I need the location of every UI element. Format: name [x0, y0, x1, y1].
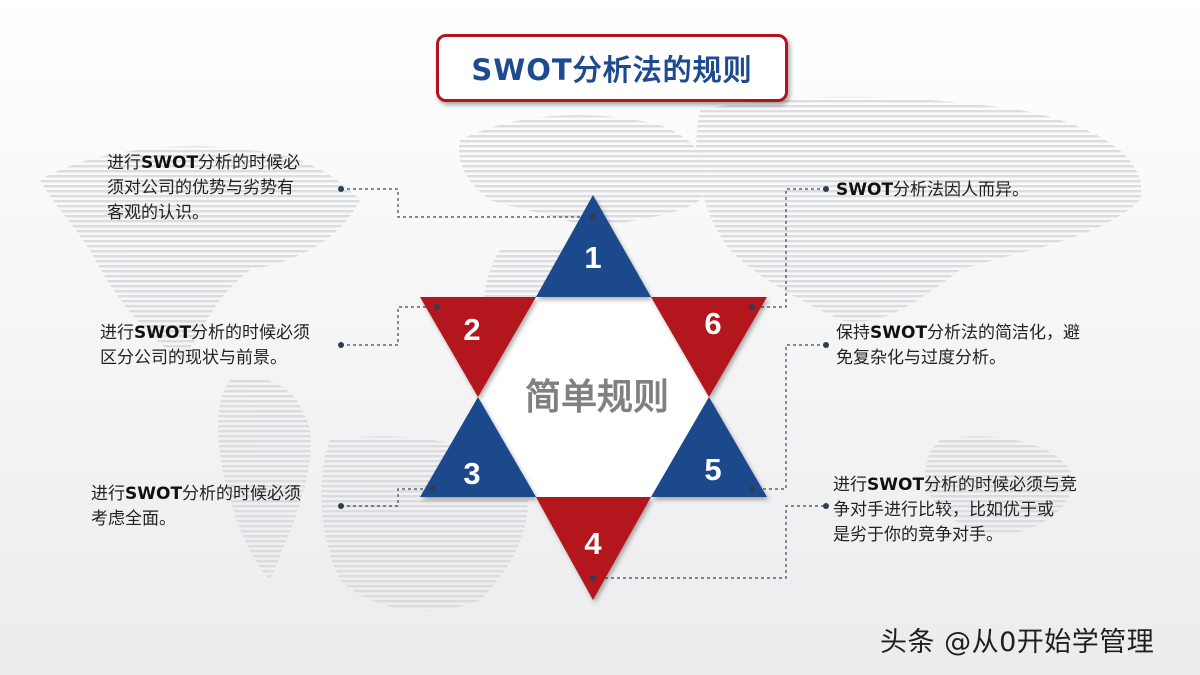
triangle-2	[420, 297, 536, 397]
dot-1-tri	[590, 214, 596, 220]
dot-3-tri	[430, 486, 436, 492]
rule-6-line-1: SWOT分析法因人而异。	[836, 180, 1030, 200]
rule-4-line-1: 进行SWOT分析的时候必须与竞	[833, 475, 1078, 495]
connector-2	[341, 306, 437, 346]
dot-6-text	[823, 186, 829, 192]
dot-6-tri	[749, 304, 755, 310]
triangle-1	[536, 195, 651, 297]
connector-6	[752, 188, 826, 308]
center-hexagon	[478, 297, 709, 497]
dot-4-tri	[590, 575, 596, 581]
rule-5-text: 保持SWOT分析法的简洁化，避 免复杂化与过度分析。	[836, 321, 1080, 371]
triangle-1-number: 1	[584, 240, 601, 275]
connector-3	[341, 488, 433, 507]
connector-lines	[341, 188, 826, 579]
rule-5-line-1: 保持SWOT分析法的简洁化，避	[836, 323, 1081, 343]
rule-3-line-1: 进行SWOT分析的时候必须	[91, 484, 302, 504]
page-title: SWOT分析法的规则	[471, 53, 753, 87]
dot-2-text	[338, 342, 344, 348]
triangle-2-number: 2	[463, 312, 480, 347]
rule-1-text: 进行SWOT分析的时候必 须对公司的优势与劣势有 客观的认识。	[107, 151, 300, 226]
connector-dots	[338, 186, 829, 581]
dot-2-tri	[434, 304, 440, 310]
dot-5-text	[823, 342, 829, 348]
rule-3-line-2: 考虑全面。	[91, 509, 176, 529]
rule-1-line-2: 须对公司的优势与劣势有	[107, 178, 294, 198]
center-label: 简单规则	[525, 377, 669, 418]
dot-4-text	[823, 503, 829, 509]
title-box: SWOT分析法的规则	[436, 34, 788, 102]
watermark: 头条 @从0开始学管理	[880, 627, 1155, 658]
rule-3-text: 进行SWOT分析的时候必须 考虑全面。	[91, 482, 301, 532]
rule-4-line-2: 争对手进行比较，比如优于或	[833, 500, 1054, 520]
rule-1-line-1: 进行SWOT分析的时候必	[107, 153, 301, 173]
rule-2-line-1: 进行SWOT分析的时候必须	[100, 323, 311, 343]
triangle-4-number: 4	[584, 526, 602, 561]
rule-6-text: SWOT分析法因人而异。	[836, 178, 1029, 203]
rule-4-line-3: 是劣于你的竞争对手。	[833, 525, 1003, 545]
triangle-6-number: 6	[704, 306, 721, 341]
triangle-4	[536, 497, 651, 600]
triangle-3	[420, 397, 536, 497]
connector-4	[593, 505, 826, 579]
connector-5	[752, 344, 826, 490]
triangle-3-number: 3	[463, 456, 480, 491]
triangle-5-number: 5	[704, 452, 721, 487]
triangle-5	[651, 397, 767, 497]
dot-1-text	[338, 186, 344, 192]
rule-4-text: 进行SWOT分析的时候必须与竞 争对手进行比较，比如优于或 是劣于你的竞争对手。	[833, 473, 1077, 548]
rule-5-line-2: 免复杂化与过度分析。	[836, 348, 1006, 368]
triangle-6	[651, 297, 767, 397]
rule-2-text: 进行SWOT分析的时候必须 区分公司的现状与前景。	[100, 321, 310, 371]
rule-2-line-2: 区分公司的现状与前景。	[100, 348, 287, 368]
rule-1-line-3: 客观的认识。	[107, 203, 209, 223]
connector-1	[341, 188, 593, 218]
dot-5-tri	[749, 486, 755, 492]
dot-3-text	[338, 503, 344, 509]
